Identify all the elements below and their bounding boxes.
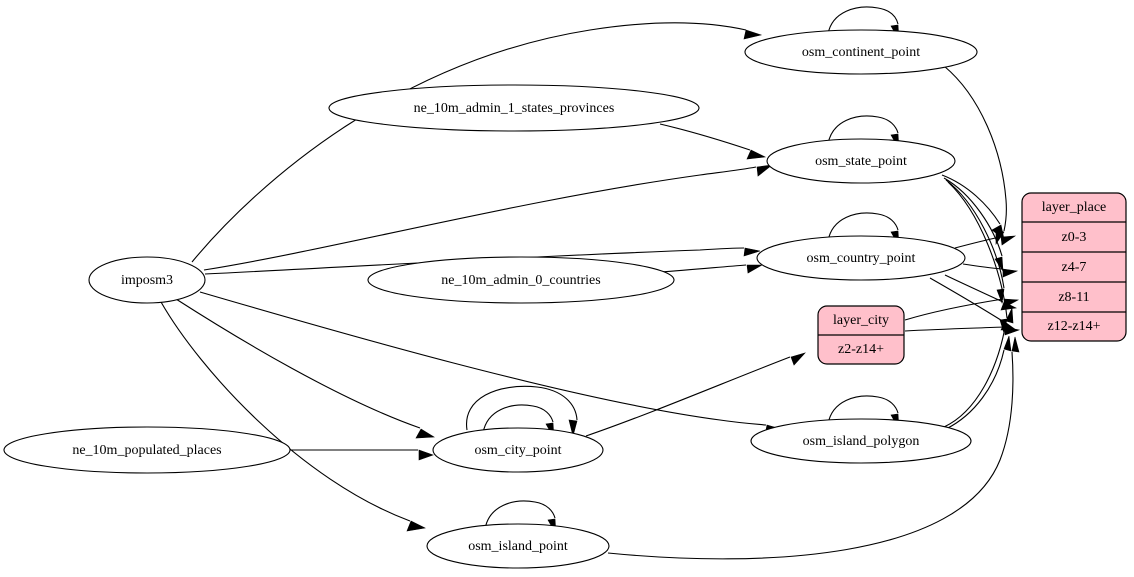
edge-imposm3-to-osm-island-point xyxy=(160,301,426,532)
node-osm-island-point[interactable]: osm_island_point xyxy=(426,523,610,569)
node-osm-country-point-shape[interactable] xyxy=(756,235,966,281)
node-osm-continent-point[interactable]: osm_continent_point xyxy=(744,29,978,75)
edge-imposm3-to-osm-country-point xyxy=(204,247,761,275)
node-imposm3-shape[interactable] xyxy=(88,256,206,304)
node-osm-country-point[interactable]: osm_country_point xyxy=(756,235,966,281)
edge-ne-countries-to-osm-country-point xyxy=(659,264,764,274)
node-ne-states-shape[interactable] xyxy=(328,84,700,132)
node-imposm3[interactable]: imposm3 xyxy=(88,256,206,304)
node-osm-city-point-shape[interactable] xyxy=(432,427,604,473)
edge-imposm3-to-osm-state-point xyxy=(203,164,774,271)
node-layer: imposm3 ne_10m_admin_1_states_provinces … xyxy=(3,29,1127,569)
edge-layer-city-to-layer-place-z12-z14 xyxy=(904,326,1021,336)
edge-osm-country-point-to-layer-place-z0-3 xyxy=(954,235,1017,249)
edge-osm-island-polygon-to-layer-place-z8-11 xyxy=(943,307,1014,428)
node-osm-island-point-shape[interactable] xyxy=(426,523,610,569)
node-ne-10m-admin-0-countries[interactable]: ne_10m_admin_0_countries xyxy=(367,256,675,304)
edge-ne-populated-to-osm-city-point xyxy=(290,449,434,461)
edge-osm-city-point-self-loop-outer xyxy=(466,385,578,438)
node-ne-countries-shape[interactable] xyxy=(367,256,675,304)
edge-layer-city-to-layer-place-z8-11 xyxy=(904,298,1020,321)
node-osm-island-polygon[interactable]: osm_island_polygon xyxy=(750,418,972,464)
edge-imposm3-to-osm-continent-point xyxy=(191,22,763,263)
node-osm-city-point[interactable]: osm_city_point xyxy=(432,427,604,473)
node-ne-populated-shape[interactable] xyxy=(3,426,291,474)
node-osm-state-point[interactable]: osm_state_point xyxy=(766,138,956,184)
node-osm-island-polygon-shape[interactable] xyxy=(750,418,972,464)
edge-imposm3-to-osm-island-polygon xyxy=(199,291,782,436)
edge-imposm3-to-osm-city-point xyxy=(175,298,435,439)
edge-osm-city-point-to-layer-city-z2-z14 xyxy=(585,352,806,437)
edge-layer xyxy=(160,6,1021,560)
node-osm-state-point-shape[interactable] xyxy=(766,138,956,184)
edge-osm-state-point-to-layer-place-z8-11 xyxy=(945,179,1005,305)
edge-osm-island-point-to-layer-place-z12-z14 xyxy=(607,336,1020,560)
edge-osm-country-point-to-layer-place-z4-7 xyxy=(962,263,1019,278)
edge-osm-state-point-to-layer-place-z0-3 xyxy=(941,174,1005,240)
node-layer-place-box[interactable] xyxy=(1021,192,1127,342)
node-ne-10m-populated-places[interactable]: ne_10m_populated_places xyxy=(3,426,291,474)
node-osm-continent-point-shape[interactable] xyxy=(744,29,978,75)
node-layer-city[interactable]: layer_city z2-z14+ xyxy=(817,305,905,365)
node-ne-10m-admin-1-states-provinces[interactable]: ne_10m_admin_1_states_provinces xyxy=(328,84,700,132)
node-layer-place[interactable]: layer_place z0-3 z4-7 z8-11 z12-z14+ xyxy=(1021,192,1127,342)
edge-ne-states-to-osm-state-point xyxy=(659,123,767,160)
edge-osm-island-polygon-to-layer-place-z12-z14 xyxy=(945,335,1012,430)
